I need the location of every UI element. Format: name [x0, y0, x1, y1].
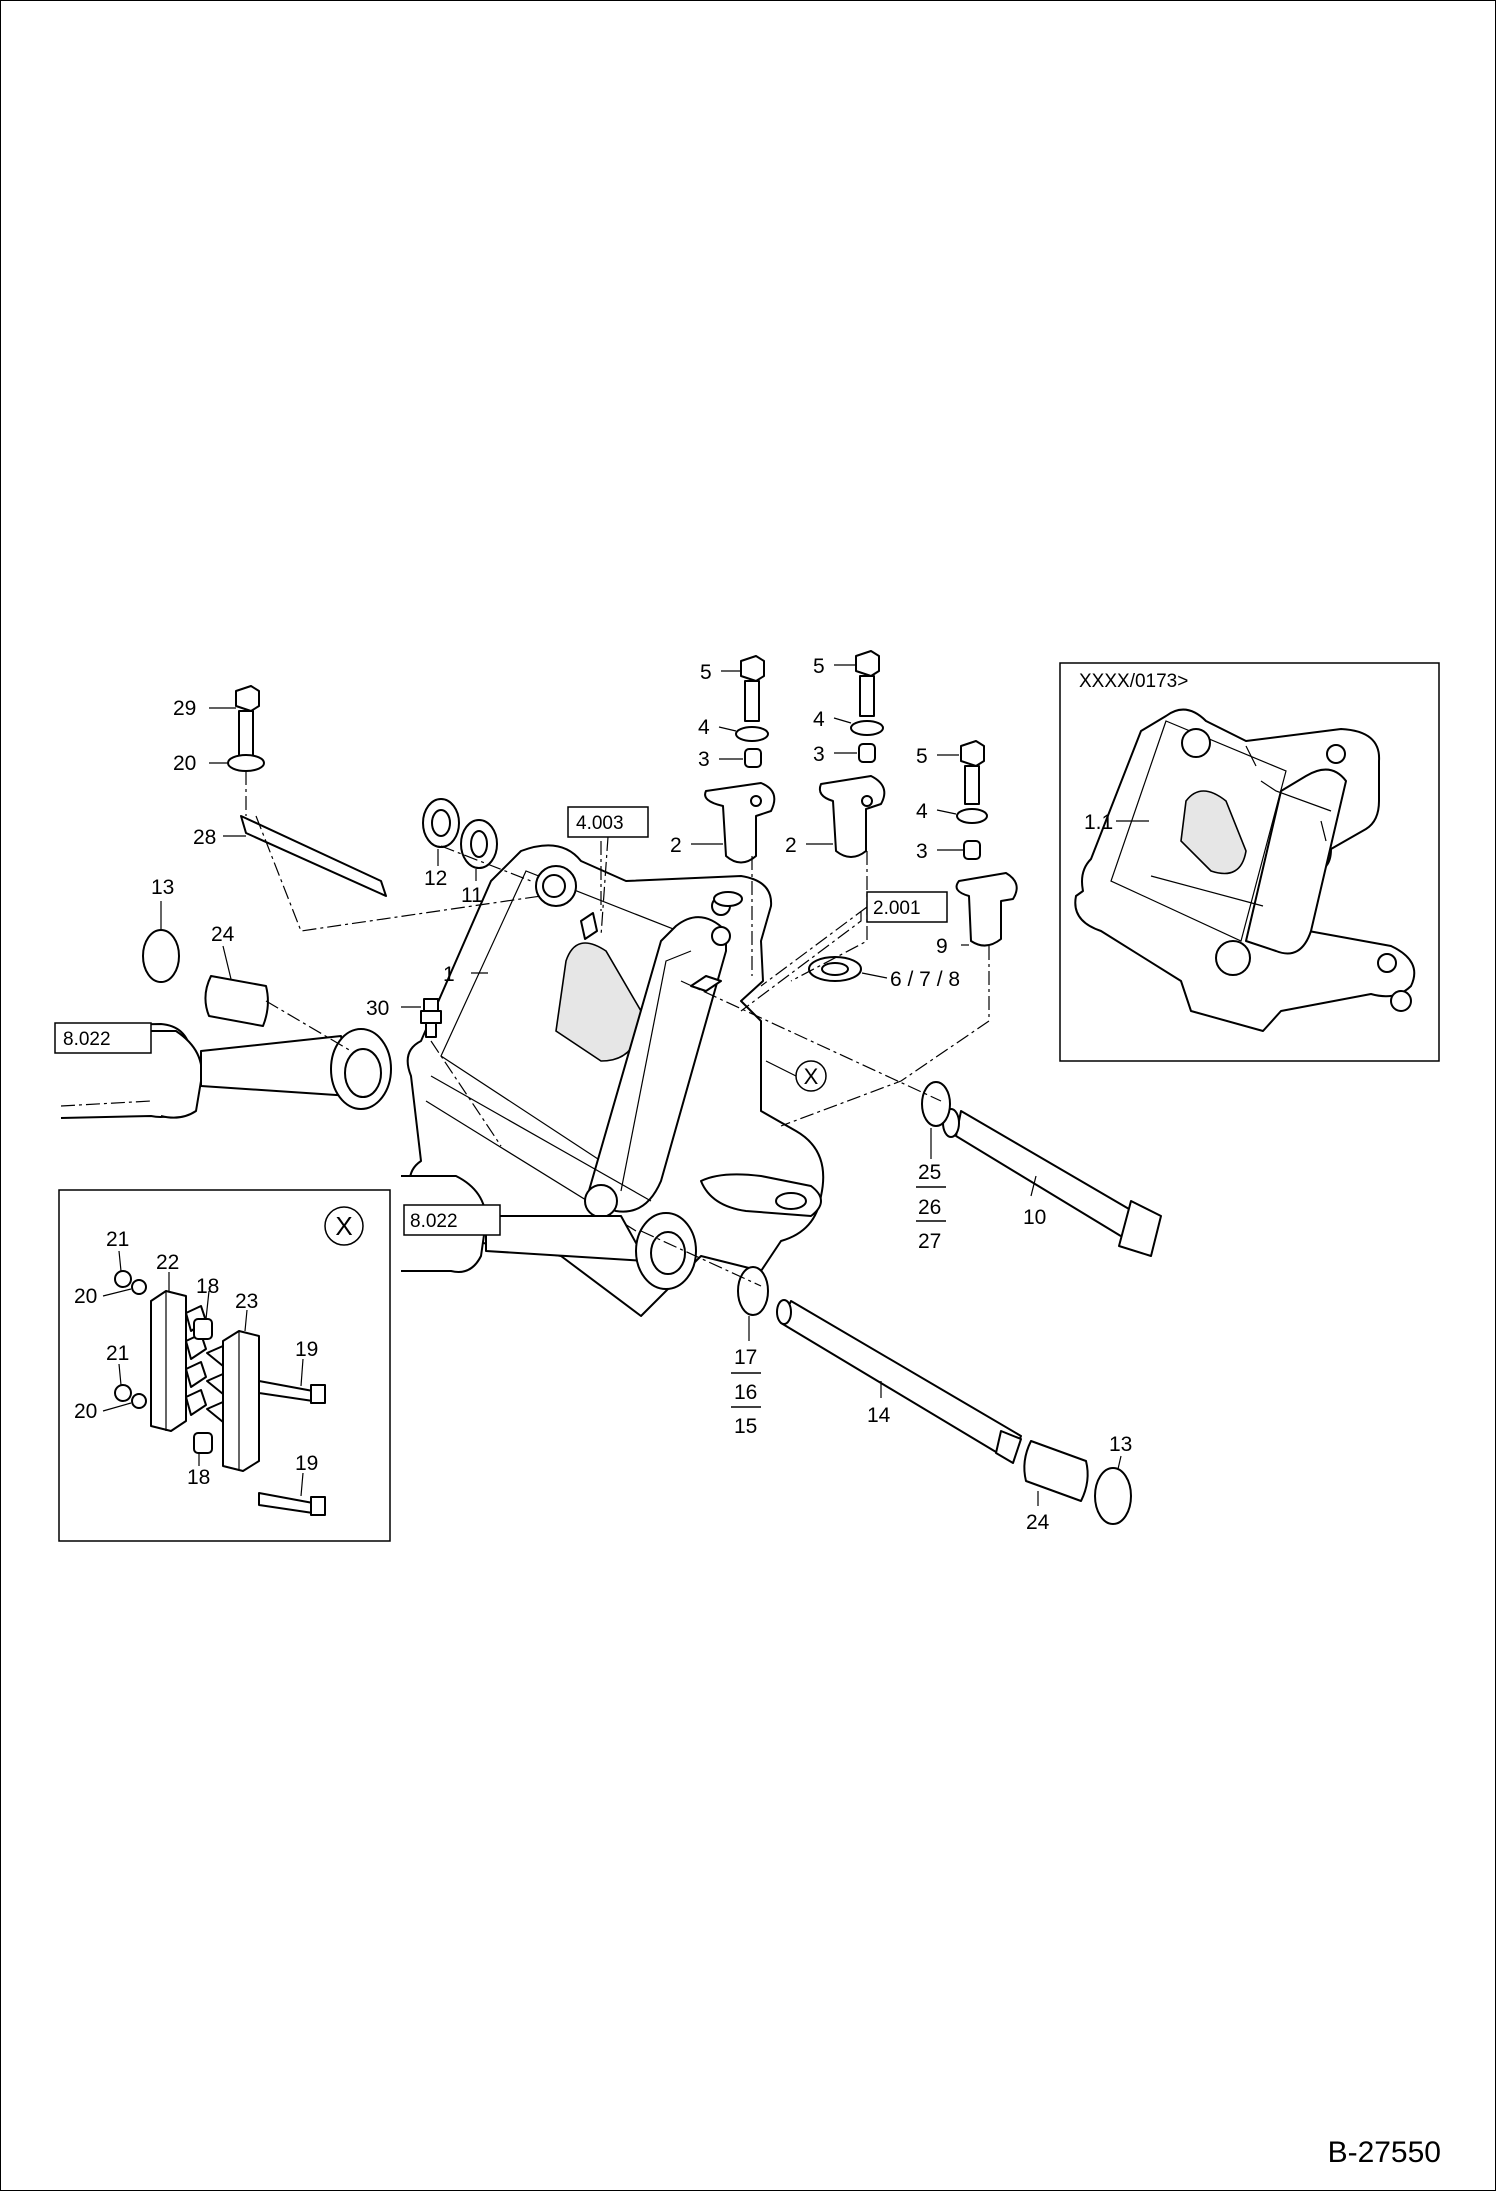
washer-25 [921, 1081, 951, 1127]
callout-26: 26 [918, 1196, 941, 1219]
callout-23: 23 [235, 1290, 258, 1313]
callout-21-lower: 21 [106, 1342, 129, 1365]
fastener-stack-a [704, 655, 776, 864]
rack-22 [150, 1290, 187, 1432]
callout-10: 10 [1023, 1206, 1046, 1229]
plate-28 [240, 815, 387, 897]
callout-9: 9 [936, 935, 948, 958]
callout-24-lower: 24 [1026, 1511, 1050, 1534]
bushing-24-lower [1023, 1440, 1089, 1502]
callout-4-b: 4 [813, 708, 825, 731]
svg-text:2.001: 2.001 [873, 898, 921, 919]
callout-16: 16 [734, 1381, 757, 1404]
ref-box-4-003: 4.003 [567, 806, 649, 937]
callout-25: 25 [918, 1161, 941, 1184]
callout-2-b: 2 [785, 834, 797, 857]
callout-13-lower: 13 [1109, 1433, 1132, 1456]
callout-29: 29 [173, 697, 196, 720]
callout-1: 1 [443, 963, 455, 986]
fastener-stack-c [955, 740, 1018, 947]
bracket-variant-part [1074, 708, 1416, 1032]
callout-28: 28 [193, 826, 216, 849]
drawing-number: B-27550 [1327, 2136, 1441, 2169]
callout-19-lower: 19 [295, 1452, 318, 1475]
callout-19-upper: 19 [295, 1338, 318, 1361]
callout-11: 11 [461, 884, 483, 907]
callout-30: 30 [366, 997, 389, 1020]
variant-label: XXXX/0173> [1079, 671, 1188, 692]
callout-4-c: 4 [916, 800, 928, 823]
callout-15: 15 [734, 1415, 757, 1438]
main-bracket [406, 844, 825, 1317]
bolt-19-lower [258, 1492, 314, 1514]
circlip-13-upper [142, 929, 180, 983]
svg-text:4.003: 4.003 [576, 813, 624, 834]
alignment-lines [60, 771, 990, 1287]
callout-20-lower: 20 [74, 1400, 97, 1423]
ref-box-2-001: 2.001 [760, 891, 948, 987]
main-callouts: 29 20 28 12 11 13 24 1 30 5 4 3 2 5 4 3 … [151, 655, 1132, 1534]
pin-18-upper [193, 1318, 213, 1340]
ref-box-8-022-lower: 8.022 [403, 1204, 501, 1236]
callout-21-upper: 21 [106, 1228, 129, 1251]
callout-13-upper: 13 [151, 876, 174, 899]
callout-4-a: 4 [698, 716, 710, 739]
pin-14 [776, 1299, 1022, 1464]
callout-18-lower: 18 [187, 1466, 210, 1489]
callout-2-a: 2 [670, 834, 682, 857]
callout-5-c: 5 [916, 745, 928, 768]
pin-18-lower [193, 1432, 213, 1454]
callout-3-a: 3 [698, 748, 710, 771]
callout-5-a: 5 [700, 661, 712, 684]
bushing-24-upper [204, 975, 269, 1027]
callout-20-upper: 20 [74, 1285, 97, 1308]
callout-6-7-8: 6 / 7 / 8 [890, 968, 960, 991]
callout-18-upper: 18 [196, 1275, 219, 1298]
callout-3-c: 3 [916, 840, 928, 863]
callout-20: 20 [173, 752, 196, 775]
callout-1-1: 1.1 [1084, 811, 1113, 834]
callout-24-upper: 24 [211, 923, 235, 946]
ref-box-8-022-upper: 8.022 [54, 1022, 152, 1054]
circlip-13-lower [1094, 1467, 1132, 1525]
detail-x-inset: X 22 18 [58, 1189, 391, 1542]
detail-x-marker: X [335, 1211, 352, 1241]
svg-text:8.022: 8.022 [63, 1029, 111, 1050]
fastener-stack-b [818, 650, 886, 858]
callout-12: 12 [424, 867, 447, 890]
pin-10 [942, 1108, 1162, 1257]
callout-3-b: 3 [813, 743, 825, 766]
nut-21-lower [114, 1384, 132, 1402]
washer-20-upper [131, 1279, 147, 1295]
rack-23 [222, 1330, 260, 1472]
washer-20-lower [131, 1393, 147, 1409]
svg-text:8.022: 8.022 [410, 1211, 458, 1232]
callout-5-b: 5 [813, 655, 825, 678]
bolt-19-upper [258, 1380, 314, 1402]
bolt-29 [235, 685, 260, 757]
nut-21-upper [114, 1270, 132, 1288]
svg-text:X: X [804, 1064, 819, 1089]
grease-nipple-30 [420, 998, 442, 1038]
callout-17: 17 [734, 1346, 757, 1369]
washer-17 [737, 1266, 769, 1316]
callout-14: 14 [867, 1404, 891, 1427]
variant-inset: XXXX/0173> 1.1 [1059, 662, 1440, 1062]
callout-22: 22 [156, 1251, 179, 1274]
washer-20-main [227, 754, 265, 772]
callout-27: 27 [918, 1230, 941, 1253]
